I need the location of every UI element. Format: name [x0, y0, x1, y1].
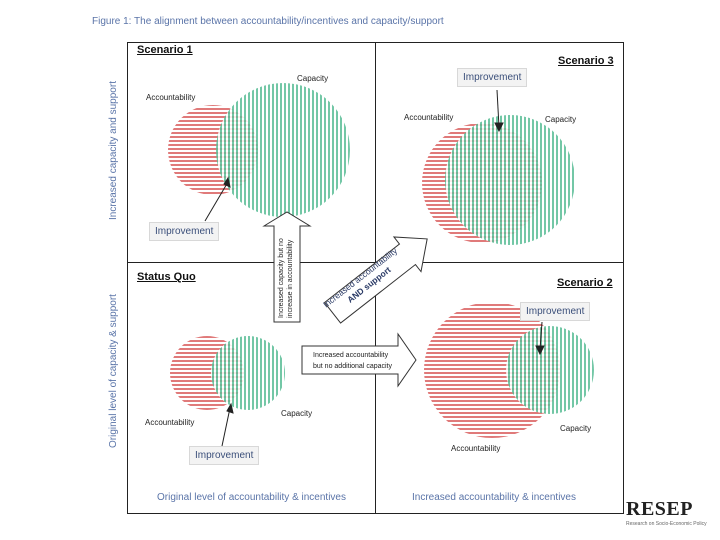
scenario3-accountability-label: Accountability — [404, 113, 454, 122]
status-quo-capacity-circle — [211, 336, 285, 410]
scenario2-title: Scenario 2 — [557, 277, 613, 289]
scenario1-improvement-label: Improvement — [149, 222, 220, 241]
scenario2-improvement-label: Improvement — [520, 302, 591, 321]
status-quo-circles — [170, 336, 285, 410]
scenario3-title: Scenario 3 — [558, 55, 614, 67]
right-arrow-line2: but no additional capacity — [313, 363, 392, 370]
resep-logo: RESEP Research on Socio-Economic Policy — [626, 498, 707, 528]
logo-wordmark: RESEP — [626, 498, 693, 520]
scenario2-capacity-label: Capacity — [560, 424, 592, 433]
diagonal-arrow: Increased accountability AND support — [321, 236, 428, 324]
scenario2-accountability-label: Accountability — [451, 444, 501, 453]
scenario2-capacity-circle — [506, 326, 594, 414]
scenario3-capacity-circle — [445, 115, 575, 245]
up-arrow: Increased capacity but no increase in ac… — [262, 211, 312, 323]
status-quo-accountability-label: Accountability — [145, 418, 195, 427]
scenario1-capacity-circle — [216, 83, 350, 217]
up-arrow-line2: increase in accountability — [287, 239, 294, 318]
axis-bottom-left: Original level of accountability & incen… — [157, 492, 346, 503]
scenario3-improvement-label: Improvement — [457, 68, 528, 87]
scenario2-circles — [424, 302, 594, 438]
scenario3-capacity-label: Capacity — [545, 115, 577, 124]
axis-bottom-right: Increased accountability & incentives — [412, 492, 576, 503]
scenario1-accountability-label: Accountability — [146, 93, 196, 102]
status-quo-capacity-label: Capacity — [281, 409, 313, 418]
scenario1-circles — [168, 83, 350, 217]
scenario1-capacity-label: Capacity — [297, 74, 329, 83]
status-quo-title: Status Quo — [137, 271, 196, 283]
scenario1-title: Scenario 1 — [137, 44, 193, 56]
right-arrow-line1: Increased accountability — [313, 352, 389, 359]
right-arrow: Increased accountability but no addition… — [301, 332, 417, 388]
status-quo-improvement-label: Improvement — [189, 446, 260, 465]
svg-text:Increased capacity but no: Increased capacity but no increase in ac… — [278, 236, 294, 318]
logo-tagline: Research on Socio-Economic Policy — [626, 521, 707, 527]
up-arrow-line1: Increased capacity but no — [278, 238, 285, 318]
improvement-pointers — [204, 89, 545, 447]
scenario3-circles — [422, 115, 575, 245]
figure-title: Figure 1: The alignment between accounta… — [92, 16, 444, 27]
